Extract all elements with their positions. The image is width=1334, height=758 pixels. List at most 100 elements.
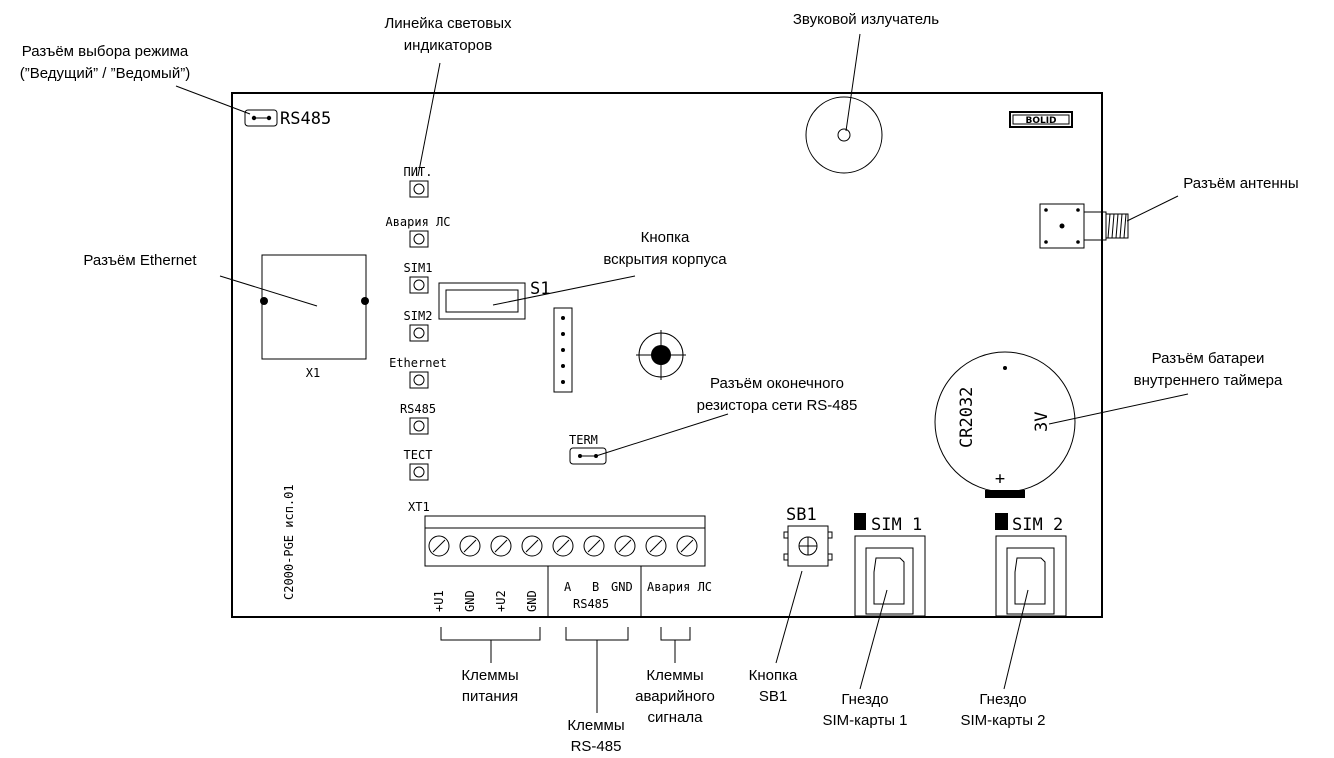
leader-lines (175, 33, 1189, 690)
led-label: Ethernet (389, 356, 447, 370)
power-terminal-label: +U1 (432, 590, 446, 612)
svg-text:SB1: SB1 (786, 505, 817, 525)
service-connector (553, 307, 573, 393)
svg-text:сигнала: сигнала (647, 709, 703, 726)
terminal-brackets (440, 627, 691, 713)
led-icon (409, 417, 429, 435)
callout-terminator: Разъём оконечного резистора сети RS-485 (697, 375, 858, 414)
svg-text:A: A (564, 580, 572, 594)
svg-text:B: B (592, 580, 599, 594)
callout-mode: Разъём выбора режима (”Ведущий” / ”Ведом… (20, 43, 190, 82)
led-icon (409, 180, 429, 198)
svg-text:RS485: RS485 (573, 597, 609, 611)
svg-text:Разъём оконечного: Разъём оконечного (710, 375, 844, 392)
callout-buzzer: Звуковой излучатель (793, 11, 939, 28)
svg-text:GND: GND (611, 580, 633, 594)
led-label: ПИТ. (404, 165, 433, 179)
terminal-screw-icon (645, 535, 667, 557)
mounting-hole (636, 330, 686, 380)
terminal-screw-icon (614, 535, 636, 557)
terminal-screw-icon (521, 535, 543, 557)
mode-jumper: RS485 (244, 109, 331, 129)
svg-text:(”Ведущий” / ”Ведомый”): (”Ведущий” / ”Ведомый”) (20, 65, 190, 82)
callout-sim2: Гнездо SIM-карты 2 (960, 691, 1045, 729)
buzzer-icon (805, 96, 883, 174)
svg-text:Гнездо: Гнездо (979, 691, 1026, 708)
led-icon (409, 276, 429, 294)
svg-text:SIM-карты 1: SIM-карты 1 (822, 712, 907, 729)
svg-text:+: + (995, 469, 1005, 489)
led-label: RS485 (400, 402, 436, 416)
led-icon (409, 371, 429, 389)
svg-text:питания: питания (462, 688, 518, 705)
svg-text:SIM 2: SIM 2 (1012, 515, 1063, 535)
brand-logo: BOLID (1009, 111, 1073, 128)
tamper-switch: S1 (438, 279, 550, 320)
callout-ethernet: Разъём Ethernet (83, 252, 197, 269)
svg-text:X1: X1 (306, 366, 320, 380)
terminal-screw-icon (490, 535, 512, 557)
svg-text:Кнопка: Кнопка (641, 229, 690, 246)
svg-text:аварийного: аварийного (635, 688, 715, 705)
led-icon (409, 463, 429, 481)
antenna-connector (1039, 203, 1129, 249)
svg-text:RS485: RS485 (280, 109, 331, 129)
svg-text:Кнопка: Кнопка (749, 667, 798, 684)
svg-text:BOLID: BOLID (1025, 116, 1056, 126)
svg-text:Клеммы: Клеммы (646, 667, 703, 684)
svg-text:Разъём батареи: Разъём батареи (1152, 350, 1265, 367)
svg-text:3V: 3V (1032, 412, 1052, 432)
callout-power: Клеммы питания (461, 667, 518, 705)
callout-leds: Линейка световых индикаторов (384, 15, 512, 54)
svg-text:Клеммы: Клеммы (567, 717, 624, 734)
led-icon (409, 324, 429, 342)
svg-text:Линейка световых: Линейка световых (384, 15, 512, 32)
terminal-screw-icon (676, 535, 698, 557)
callout-antenna: Разъём антенны (1183, 175, 1298, 192)
sim1-slot: SIM 1 (854, 513, 926, 617)
svg-text:XT1: XT1 (408, 500, 430, 514)
svg-text:Гнездо: Гнездо (841, 691, 888, 708)
callout-sim1: Гнездо SIM-карты 1 (822, 691, 907, 729)
callout-sb1: Кнопка SB1 (749, 667, 798, 705)
callout-tamper: Кнопка вскрытия корпуса (603, 229, 727, 268)
power-terminal-label: +U2 (494, 590, 508, 612)
battery-holder: CR2032 3V + (934, 351, 1076, 498)
svg-text:вскрытия корпуса: вскрытия корпуса (603, 251, 727, 268)
svg-text:SB1: SB1 (759, 688, 787, 705)
sim2-slot: SIM 2 (995, 513, 1067, 617)
terminal-screw-icon (583, 535, 605, 557)
svg-text:CR2032: CR2032 (957, 387, 977, 448)
svg-text:SIM 1: SIM 1 (871, 515, 922, 535)
svg-text:RS-485: RS-485 (571, 738, 622, 755)
svg-text:Клеммы: Клеммы (461, 667, 518, 684)
ethernet-connector: X1 (260, 254, 369, 380)
svg-text:S1: S1 (530, 279, 550, 299)
terminal-screw-icon (552, 535, 574, 557)
board-outline (231, 92, 1103, 618)
model-label: С2000-PGE исп.01 (282, 484, 296, 600)
callout-alarm: Клеммы аварийного сигнала (635, 667, 715, 726)
power-terminal-label: GND (525, 590, 539, 612)
led-label: SIM1 (404, 261, 433, 275)
power-terminal-label: GND (463, 590, 477, 612)
svg-text:SIM-карты 2: SIM-карты 2 (960, 712, 1045, 729)
terminal-screw-icon (428, 535, 450, 557)
term-jumper: TERM (569, 433, 607, 465)
led-label: SIM2 (404, 309, 433, 323)
led-label: ТЕСТ (404, 448, 433, 462)
led-icon (409, 230, 429, 248)
sb1-button: SB1 (783, 505, 833, 567)
led-label: Авария ЛС (385, 215, 450, 229)
svg-text:индикаторов: индикаторов (404, 37, 492, 54)
svg-text:Разъём выбора режима: Разъём выбора режима (22, 43, 189, 60)
svg-text:внутреннего таймера: внутреннего таймера (1134, 372, 1283, 389)
callout-rs485: Клеммы RS-485 (567, 717, 624, 755)
svg-text:резистора сети RS-485: резистора сети RS-485 (697, 397, 858, 414)
svg-text:TERM: TERM (569, 433, 598, 447)
callout-battery: Разъём батареи внутреннего таймера (1134, 350, 1283, 389)
terminal-screw-icon (459, 535, 481, 557)
